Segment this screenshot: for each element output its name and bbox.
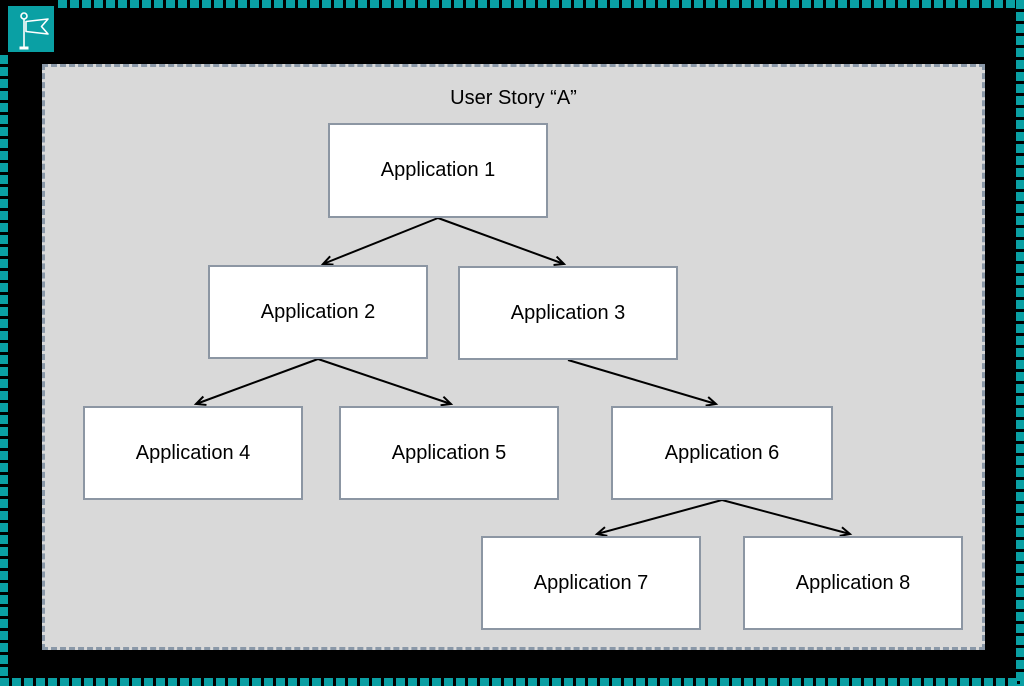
flag-icon — [19, 12, 49, 50]
node-application-8[interactable]: Application 8 — [743, 536, 963, 630]
group-title: User Story “A” — [450, 87, 577, 109]
node-application-2[interactable]: Application 2 — [208, 265, 428, 359]
node-label: Application 2 — [260, 300, 376, 323]
edge-app6-app8 — [721, 499, 853, 537]
edge-app1-app2 — [320, 217, 439, 266]
user-story-group: User Story “A” Application 1 Application… — [42, 64, 985, 650]
node-application-6[interactable]: Application 6 — [611, 406, 833, 500]
frame-border-bottom — [0, 678, 1024, 686]
edge-app1-app3 — [437, 217, 567, 266]
edge-app2-app4 — [193, 358, 319, 406]
node-application-7[interactable]: Application 7 — [481, 536, 701, 630]
edge-app6-app7 — [594, 499, 723, 537]
edge-app2-app5 — [317, 358, 454, 407]
node-label: Application 3 — [510, 301, 626, 324]
node-label: Application 7 — [533, 571, 649, 594]
node-label: Application 1 — [380, 159, 496, 181]
frame-border-right — [1016, 0, 1024, 686]
frame-border-top — [58, 0, 1024, 8]
node-label: Application 4 — [135, 441, 251, 464]
node-application-3[interactable]: Application 3 — [458, 266, 678, 360]
node-label: Application 8 — [795, 571, 911, 594]
edge-layer — [193, 217, 853, 537]
edge-app3-app6 — [567, 359, 719, 407]
node-label: Application 5 — [391, 441, 507, 464]
node-application-1[interactable]: Application 1 — [328, 123, 548, 218]
node-application-4[interactable]: Application 4 — [83, 406, 303, 500]
node-application-5[interactable]: Application 5 — [339, 406, 559, 500]
node-label: Application 6 — [664, 441, 780, 464]
frame-border-left — [0, 55, 8, 686]
milestone-flag-badge — [8, 6, 54, 52]
